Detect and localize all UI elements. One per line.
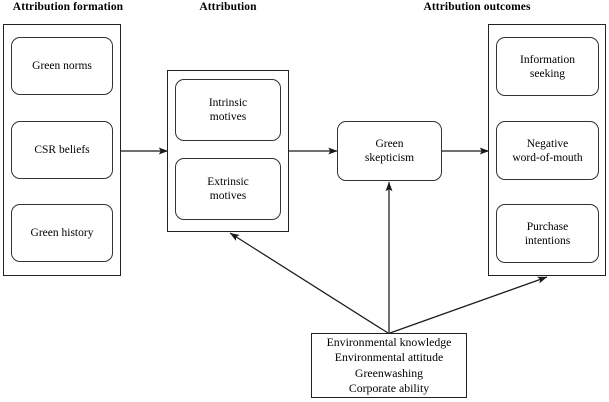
node-csr-beliefs[interactable]: CSR beliefs <box>11 121 113 179</box>
node-intrinsic-motives[interactable]: Intrinsic motives <box>175 79 281 141</box>
column-title-attribution-formation: Attribution formation <box>12 1 124 13</box>
node-green-history[interactable]: Green history <box>11 204 113 262</box>
arrow-moderators-to-attribution <box>229 232 389 334</box>
node-extrinsic-motives-label: Extrinsic motives <box>207 176 249 202</box>
node-information-seeking[interactable]: Information seeking <box>496 37 599 96</box>
moderator-line-environmental-knowledge: Environmental knowledge <box>326 334 452 349</box>
node-green-norms-label: Green norms <box>32 60 92 72</box>
node-moderator-variables[interactable]: Environmental knowledge Environmental at… <box>311 333 467 398</box>
moderator-line-environmental-attitude: Environmental attitude <box>334 350 444 364</box>
node-green-skepticism[interactable]: Green skepticism <box>337 121 442 181</box>
moderator-line-corporate-ability: Corporate ability <box>348 381 430 395</box>
node-purchase-intentions-label: Purchase intentions <box>524 220 571 247</box>
node-green-norms[interactable]: Green norms <box>11 37 113 95</box>
node-extrinsic-motives[interactable]: Extrinsic motives <box>175 158 281 220</box>
column-title-attribution: Attribution <box>199 1 257 13</box>
node-negative-word-of-mouth[interactable]: Negative word-of-mouth <box>496 121 599 180</box>
node-csr-beliefs-label: CSR beliefs <box>34 144 90 156</box>
node-green-history-label: Green history <box>30 227 94 239</box>
node-purchase-intentions[interactable]: Purchase intentions <box>496 204 599 263</box>
node-information-seeking-label: Information seeking <box>520 53 575 80</box>
arrow-moderators-to-outcomes <box>389 276 548 334</box>
moderator-line-greenwashing: Greenwashing <box>354 365 424 380</box>
column-title-attribution-outcomes: Attribution outcomes <box>423 1 531 13</box>
node-negative-word-of-mouth-label: Negative word-of-mouth <box>512 137 583 164</box>
node-green-skepticism-label: Green skepticism <box>364 138 415 164</box>
node-intrinsic-motives-label: Intrinsic motives <box>208 97 248 123</box>
